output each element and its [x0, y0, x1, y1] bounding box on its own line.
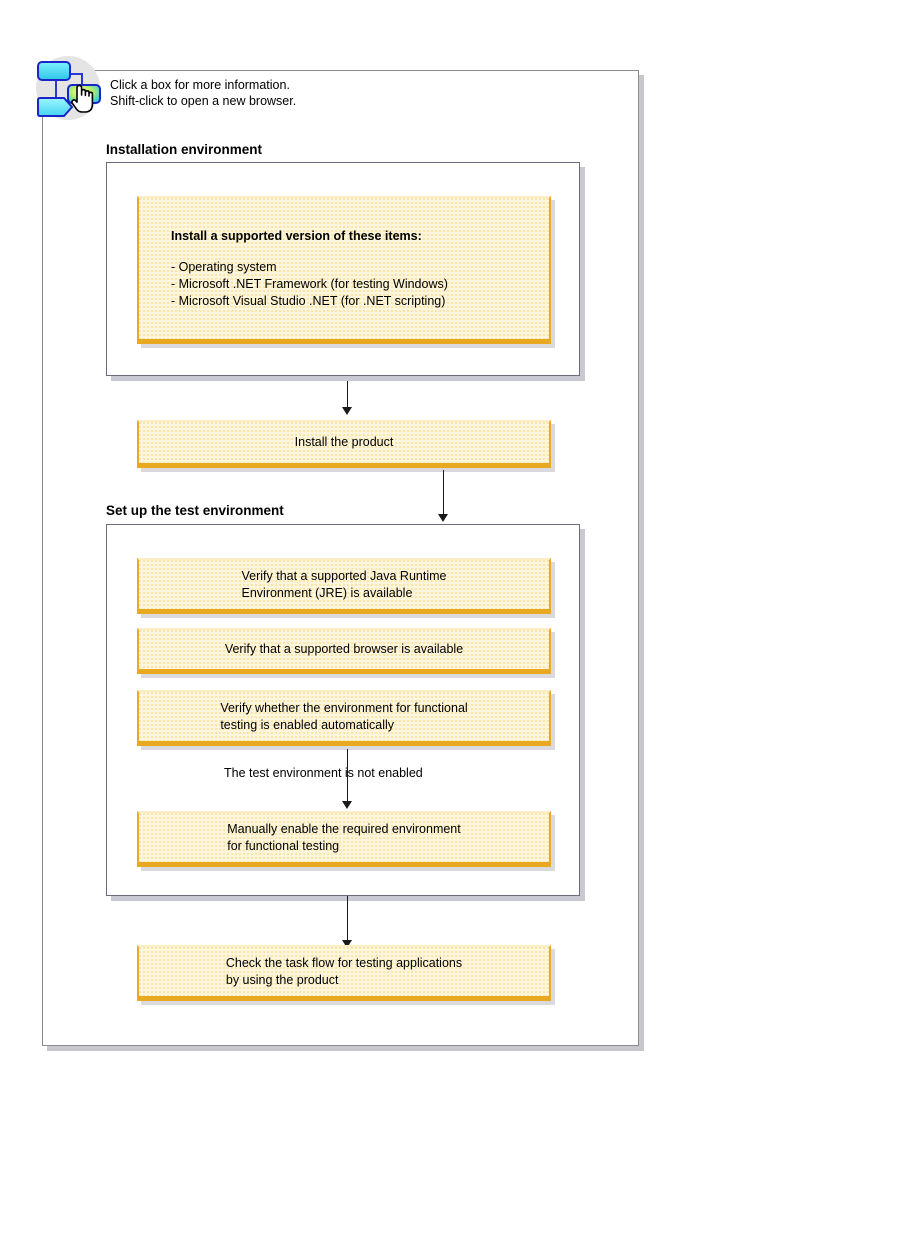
connector-arrowhead-prereqs-to-install — [342, 407, 352, 415]
legend-line-1: Click a box for more information. — [110, 78, 290, 92]
legend-text: Click a box for more information. Shift-… — [110, 77, 296, 109]
connector-arrowhead-install-to-testenv — [438, 514, 448, 522]
manual-enable-text: Manually enable the required environment… — [227, 821, 461, 853]
connector-line-testenv-to-taskflow — [347, 896, 348, 944]
task-box-prerequisites[interactable]: Install a supported version of these ite… — [137, 196, 551, 344]
connector-label-not-enabled: The test environment is not enabled — [224, 766, 423, 780]
install-product-text: Install the product — [294, 435, 394, 449]
task-box-check-task-flow[interactable]: Check the task flow for testing applicat… — [137, 945, 551, 1001]
connector-line-not-enabled — [347, 749, 348, 803]
verify-jre-text: Verify that a supported Java Runtime Env… — [241, 568, 447, 600]
connector-arrowhead-testenv-to-taskflow — [342, 940, 352, 948]
connector-line-prereqs-to-install — [347, 381, 348, 409]
section-heading-test-setup: Set up the test environment — [106, 503, 284, 518]
task-box-verify-auto-enable[interactable]: Verify whether the environment for funct… — [137, 690, 551, 746]
verify-browser-text: Verify that a supported browser is avail… — [224, 642, 464, 656]
connector-arrowhead-not-enabled — [342, 801, 352, 809]
task-box-verify-browser[interactable]: Verify that a supported browser is avail… — [137, 628, 551, 674]
section-heading-installation: Installation environment — [106, 142, 263, 157]
task-box-install-product[interactable]: Install the product — [137, 420, 551, 468]
clickable-flowchart-icon — [37, 61, 101, 117]
legend-line-2: Shift-click to open a new browser. — [110, 94, 297, 108]
legend: Click a box for more information. Shift-… — [30, 52, 370, 126]
task-box-verify-jre[interactable]: Verify that a supported Java Runtime Env… — [137, 558, 551, 614]
check-task-flow-text: Check the task flow for testing applicat… — [225, 955, 463, 987]
prereqs-title: Install a supported version of these ite… — [171, 228, 422, 243]
verify-auto-enable-text: Verify whether the environment for funct… — [220, 700, 468, 732]
connector-line-install-to-testenv — [443, 470, 444, 518]
task-box-manual-enable[interactable]: Manually enable the required environment… — [137, 811, 551, 867]
prereqs-items: - Operating system - Microsoft .NET Fram… — [171, 259, 448, 308]
